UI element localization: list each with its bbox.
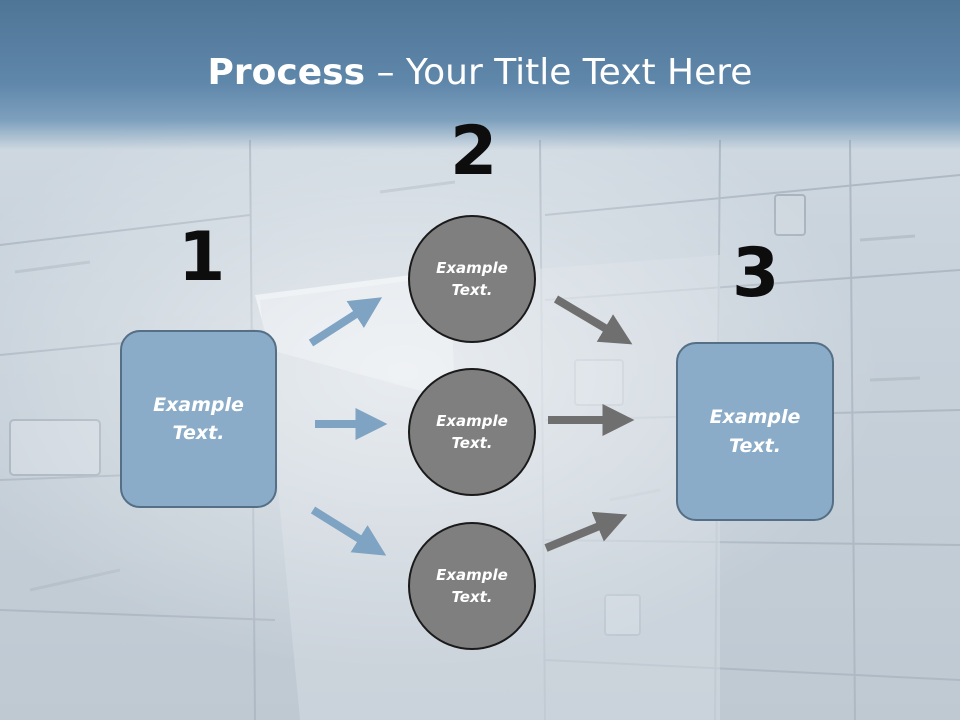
- step-number-1: 1: [178, 218, 226, 297]
- step-number-3: 3: [732, 234, 780, 313]
- arrow-bottom-to-right: [544, 511, 628, 552]
- circle-top-text: Example Text.: [436, 258, 508, 300]
- left-step-box-text: Example Text.: [153, 393, 244, 445]
- step-number-2: 2: [450, 112, 498, 191]
- arrow-left-to-top: [308, 297, 383, 347]
- circle-middle-text: Example Text.: [436, 411, 508, 453]
- title-bold-part: Process: [207, 52, 366, 93]
- arrow-left-to-bottom: [310, 506, 387, 556]
- left-step-box[interactable]: Example Text.: [120, 330, 277, 508]
- title-rest-part: – Your Title Text Here: [365, 52, 753, 93]
- circle-bottom[interactable]: Example Text.: [408, 522, 536, 650]
- title-band: [0, 0, 960, 150]
- circle-middle[interactable]: Example Text.: [408, 368, 536, 496]
- right-step-box-text: Example Text.: [709, 406, 801, 457]
- slide-title: Process – Your Title Text Here: [0, 52, 960, 93]
- right-step-box[interactable]: Example Text.: [676, 342, 834, 521]
- circle-top[interactable]: Example Text.: [408, 215, 536, 343]
- circle-bottom-text: Example Text.: [436, 565, 508, 607]
- arrow-top-to-right: [553, 295, 633, 345]
